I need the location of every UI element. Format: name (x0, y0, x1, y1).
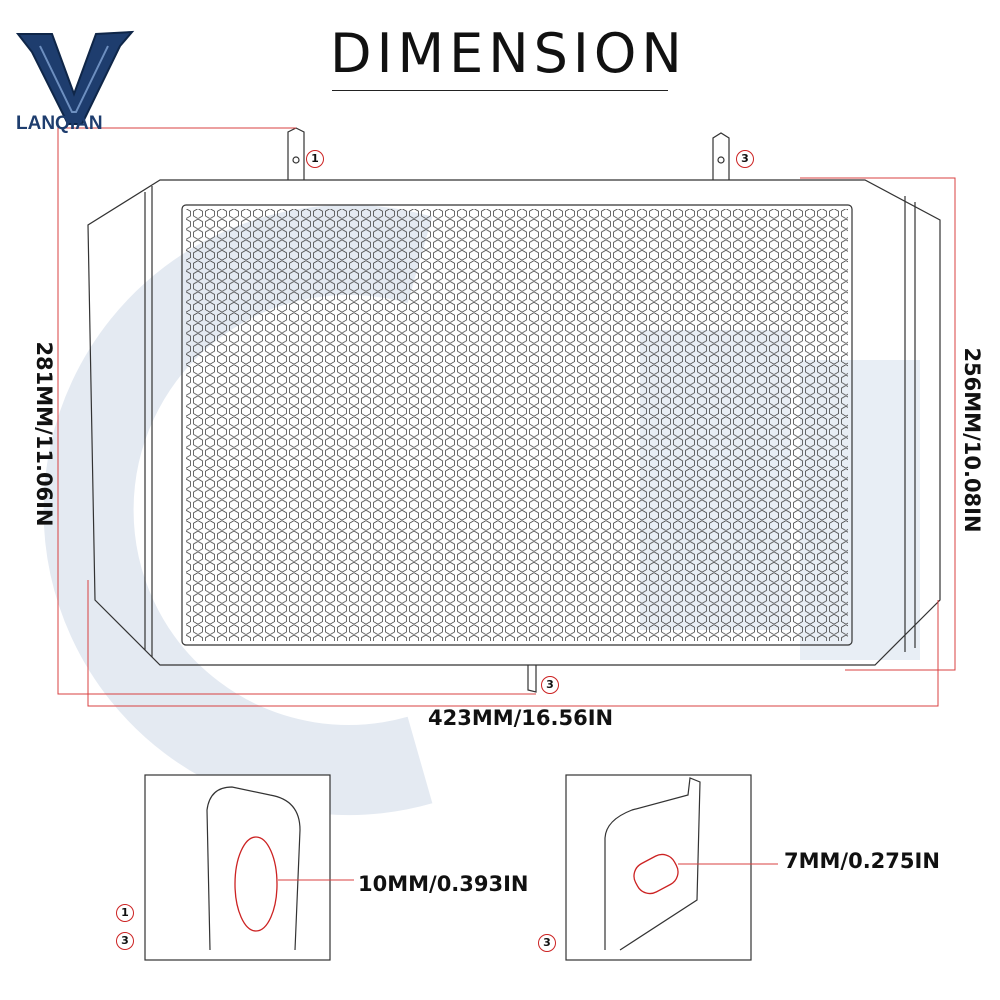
marker-3-detail-a: 3 (116, 932, 134, 950)
marker-1-top: 1 (306, 150, 324, 168)
width-label: 423MM/16.56IN (428, 706, 614, 730)
marker-3-detail-b: 3 (538, 934, 556, 952)
title-underline (332, 90, 668, 91)
height-right-label: 256MM/10.08IN (960, 347, 984, 533)
hole-1-label: 10MM/0.393IN (358, 872, 529, 896)
height-left-label: 281MM/11.06IN (32, 341, 56, 527)
hex-mesh (186, 209, 848, 641)
dimension-lines (57, 127, 956, 707)
page-title: DIMENSION (330, 22, 687, 85)
hole-3-label: 7MM/0.275IN (784, 849, 940, 873)
brand-name: LANQIAN (16, 113, 103, 134)
detail-box-1 (144, 774, 354, 961)
marker-3-bottom: 3 (541, 676, 559, 694)
marker-1-detail: 1 (116, 904, 134, 922)
marker-3-top: 3 (736, 150, 754, 168)
lanqian-v-logo (15, 30, 135, 125)
detail-box-3 (565, 774, 778, 961)
